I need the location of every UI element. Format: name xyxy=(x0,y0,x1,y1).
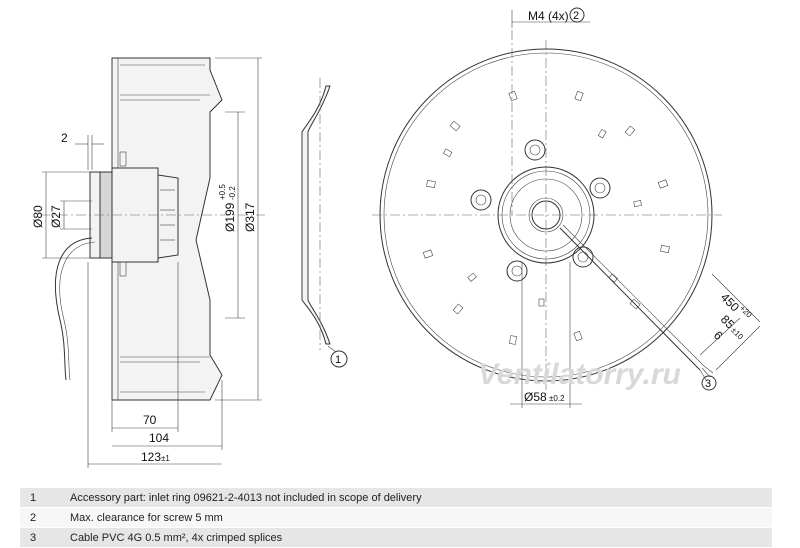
dim-85-tol: ±10 xyxy=(729,326,745,342)
dim-d199-tol-upper: +0.5 xyxy=(218,184,227,200)
note-text: Accessory part: inlet ring 09621-2-4013 … xyxy=(70,491,422,504)
front-view: M4 (4x) 2 Ø58 ±0.2 450 +20 85 ±10 6 3 xyxy=(372,7,761,408)
note-row: 1 Accessory part: inlet ring 09621-2-401… xyxy=(20,488,772,508)
callout-1: 1 xyxy=(335,354,341,366)
dim-104: 104 xyxy=(149,431,169,445)
dim-m4: M4 (4x) xyxy=(528,9,569,23)
note-row: 3 Cable PVC 4G 0.5 mm², 4x crimped splic… xyxy=(20,528,772,548)
dim-70: 70 xyxy=(143,413,157,427)
callout-3: 3 xyxy=(705,378,711,390)
dim-d199: Ø199 xyxy=(223,202,237,232)
watermark: Ventilatorry.ru xyxy=(478,358,681,391)
inlet-ring: 1 xyxy=(301,78,348,368)
note-row: 2 Max. clearance for screw 5 mm xyxy=(20,508,772,528)
note-number: 3 xyxy=(30,531,37,544)
callout-2: 2 xyxy=(573,10,579,22)
dim-123: 123 xyxy=(141,450,161,464)
dim-d58: Ø58 xyxy=(524,390,547,404)
dim-2: 2 xyxy=(61,131,68,145)
dim-d80: Ø80 xyxy=(31,205,45,228)
dim-d58-tol: ±0.2 xyxy=(549,394,565,403)
dim-6: 6 xyxy=(711,328,726,343)
blade-marks xyxy=(422,90,670,345)
dim-d27: Ø27 xyxy=(49,205,63,228)
note-number: 1 xyxy=(30,491,37,504)
notes-table: 1 Accessory part: inlet ring 09621-2-401… xyxy=(20,488,772,548)
dim-123-tol: ±1 xyxy=(161,454,170,463)
dim-d199-tol-lower: -0.2 xyxy=(228,186,237,200)
note-number: 2 xyxy=(30,511,37,524)
dim-d317: Ø317 xyxy=(243,202,257,232)
note-text: Max. clearance for screw 5 mm xyxy=(70,511,223,524)
note-text: Cable PVC 4G 0.5 mm², 4x crimped splices xyxy=(70,531,283,544)
side-view: 2 Ø80 Ø27 Ø199 +0.5 -0.2 Ø317 7 xyxy=(31,57,265,468)
technical-drawing: 2 Ø80 Ø27 Ø199 +0.5 -0.2 Ø317 7 xyxy=(31,7,761,468)
